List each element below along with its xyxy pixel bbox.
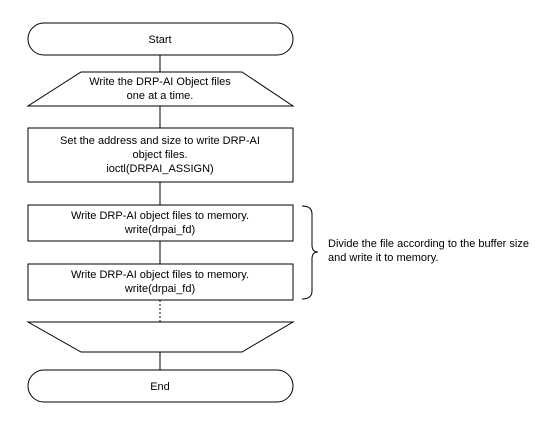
- loop-start-line-2: one at a time.: [127, 90, 194, 102]
- annotation-line-1: Divide the file according to the buffer …: [328, 238, 529, 250]
- start-terminator: [27, 22, 294, 56]
- assign-process-box: [27, 127, 294, 183]
- write2-line-1: Write DRP-AI object files to memory.: [71, 269, 249, 281]
- end-label: End: [150, 381, 170, 393]
- start-label: Start: [148, 34, 171, 46]
- loop-end-shape: [26, 321, 295, 353]
- write1-line-1: Write DRP-AI object files to memory.: [71, 210, 249, 222]
- loop-start-line-1: Write the DRP-AI Object files: [89, 76, 231, 88]
- write2-line-2: write(drpai_fd): [124, 283, 195, 295]
- assign-line-2: object files.: [132, 149, 187, 161]
- write-process-box-2: [27, 263, 294, 301]
- annotation-line-2: and write it to memory.: [328, 252, 438, 264]
- annotation-brace: [301, 205, 319, 300]
- assign-line-1: Set the address and size to write DRP-AI: [60, 135, 260, 147]
- assign-line-3: ioctl(DRPAI_ASSIGN): [106, 163, 213, 175]
- write-process-box-1: [27, 204, 294, 242]
- loop-start-shape: [26, 71, 295, 107]
- end-terminator: [27, 369, 294, 403]
- write1-line-2: write(drpai_fd): [124, 224, 195, 236]
